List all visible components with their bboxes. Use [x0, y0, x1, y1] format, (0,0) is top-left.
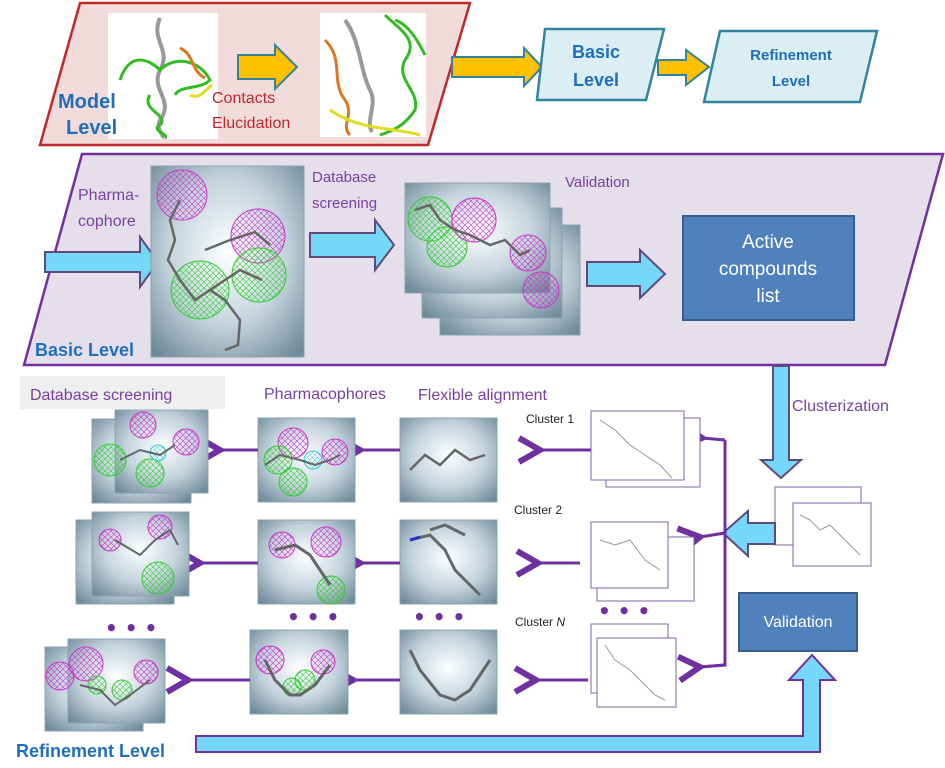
arrow-up-icon [195, 653, 838, 753]
ellipsis-structures: • • • [598, 599, 650, 623]
basic-level-panel: Pharma- cophore Database screening Va [22, 152, 945, 367]
model-level-panel: Model Level Contacts Elucidation [38, 1, 472, 147]
cluster-2-label: Cluster 2 [514, 503, 562, 517]
compound-library-stack [774, 486, 872, 567]
model-level-label-line2: Level [66, 117, 117, 139]
contacts-label-line2: Elucidation [212, 115, 290, 132]
screening-hits-stack [404, 182, 581, 336]
protein-structure-image [108, 13, 218, 140]
cluster-2-structures [590, 521, 695, 602]
cluster-distribution-line [699, 440, 727, 669]
flow-basic-level-box[interactable]: Basic Level [535, 27, 666, 102]
db-screening-label-line2: screening [312, 195, 377, 212]
pharmacophore-cluster-1 [257, 417, 356, 503]
contacts-closeup-image [320, 13, 427, 137]
refinement-validation-box[interactable]: Validation [738, 592, 858, 652]
arrow-right-icon [586, 247, 667, 301]
basic-level-title: Basic Level [35, 340, 134, 360]
refinement-level-panel: Database screening Pharmacophores Flexib… [16, 365, 889, 761]
arrow-left-icon [700, 665, 726, 667]
pharmacophore-label-line1: Pharma- [78, 187, 139, 204]
arrow-down-icon [758, 365, 804, 480]
active-compounds-list-box[interactable]: Active compounds list [682, 215, 855, 321]
pharmacophore-cluster-n [249, 629, 349, 715]
arrow-right-icon [451, 45, 544, 89]
flexible-alignment-cluster-n [399, 629, 498, 715]
pharmacophore-model-image [150, 165, 305, 358]
flexible-alignment-cluster-1 [399, 417, 498, 503]
flow-basic-level-line2: Level [573, 70, 619, 90]
cluster-1-structures [590, 410, 701, 488]
flow-basic-level-line1: Basic [572, 42, 620, 62]
clusterization-label: Clusterization [792, 398, 889, 415]
contacts-label-line1: Contacts [212, 90, 275, 107]
arrow-right-icon [237, 42, 299, 92]
cluster-n-structures [590, 623, 677, 708]
active-compounds-line1: Active [742, 232, 794, 253]
arrow-left-icon [721, 508, 776, 559]
pharmacophores-label: Pharmacophores [264, 386, 386, 403]
arrow-right-icon [44, 233, 160, 291]
model-level-label-line1: Model [58, 91, 116, 113]
arrow-left-icon [702, 438, 726, 440]
flow-refinement-level-line2: Level [772, 73, 810, 90]
validation-label: Validation [565, 174, 630, 191]
arrow-right-icon [657, 48, 711, 88]
ellipsis-alignment: • • • [413, 605, 465, 629]
flow-refinement-level-box[interactable]: Refinement Level [702, 29, 879, 104]
screening-result-cluster-2 [75, 511, 190, 605]
ellipsis-pharmacophores: • • • [287, 605, 339, 629]
flexible-alignment-label: Flexible alignment [418, 387, 548, 404]
pharmacophore-cluster-2 [257, 519, 356, 605]
pharmacophore-label-line2: cophore [78, 213, 136, 230]
refinement-level-title: Refinement Level [16, 741, 165, 761]
active-compounds-line2: compounds [719, 259, 817, 280]
db-screening-header-bg [20, 376, 225, 409]
cluster-n-label: Cluster N [515, 615, 565, 629]
refinement-validation-label: Validation [763, 614, 832, 631]
cluster-1-label: Cluster 1 [526, 412, 574, 426]
flexible-alignment-cluster-2 [399, 519, 498, 605]
arrow-left-icon [700, 533, 726, 537]
flow-refinement-level-line1: Refinement [750, 47, 832, 64]
screening-result-cluster-1 [91, 409, 209, 504]
ellipsis-screening: • • • [105, 616, 157, 640]
arrow-right-icon [309, 217, 396, 273]
db-screening-label-line1: Database [312, 169, 376, 186]
refinement-db-screening-label: Database screening [30, 387, 172, 404]
screening-result-cluster-n [44, 638, 166, 732]
active-compounds-line3: list [756, 286, 780, 307]
